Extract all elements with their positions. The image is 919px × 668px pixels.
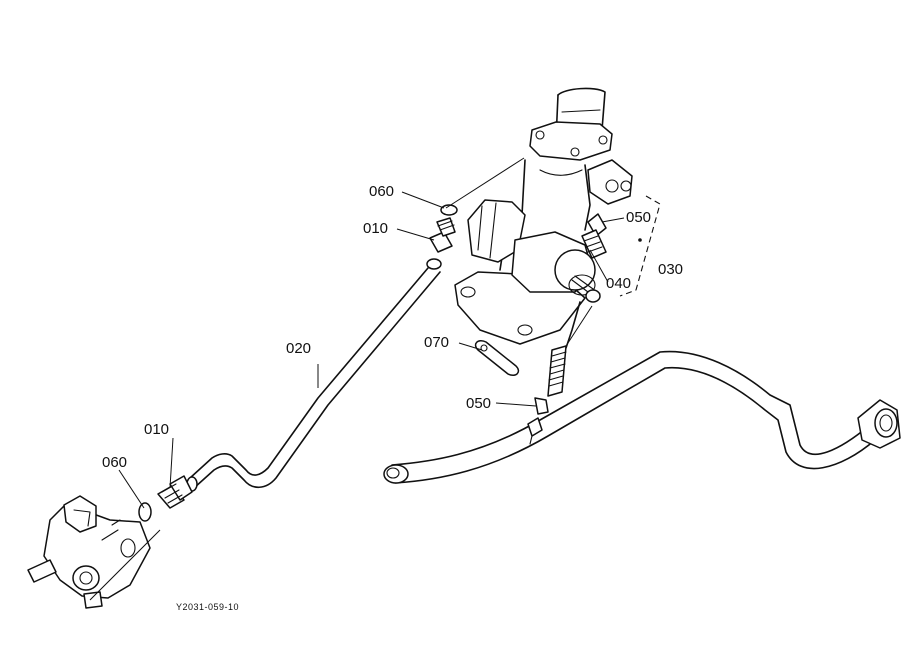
- part-010-upper-fitting: [429, 217, 456, 253]
- callout-050-lower: 050: [466, 395, 492, 412]
- callout-070: 070: [424, 334, 450, 351]
- callout-050-upper: 050: [626, 209, 652, 226]
- part-060-upper-oring: [440, 204, 458, 216]
- control-valve-body: [27, 495, 151, 609]
- figure-code: Y2031-059-10: [176, 602, 240, 612]
- part-070-clamp: [474, 339, 520, 377]
- part-050-upper-fitting: [581, 213, 607, 259]
- callout-010-lower: 010: [144, 421, 170, 438]
- callout-020: 020: [286, 340, 312, 357]
- callout-030: 030: [658, 261, 684, 278]
- group-030-bracket: [619, 195, 661, 297]
- part-020-hydraulic-pipe: [186, 258, 442, 492]
- callout-060-upper: 060: [369, 183, 395, 200]
- tie-rod: [383, 350, 901, 484]
- part-060-lower-oring: [138, 502, 152, 522]
- callout-010-upper: 010: [363, 220, 389, 237]
- bracket-dot: [638, 238, 642, 242]
- callout-040: 040: [606, 275, 632, 292]
- leader-lines: [89, 157, 625, 601]
- part-010-lower-fitting: [157, 475, 193, 509]
- part-040-threaded-rod: [547, 301, 581, 397]
- part-050-lower-fitting: [527, 397, 549, 445]
- callout-060-lower: 060: [102, 454, 128, 471]
- steering-gearbox: [454, 87, 633, 345]
